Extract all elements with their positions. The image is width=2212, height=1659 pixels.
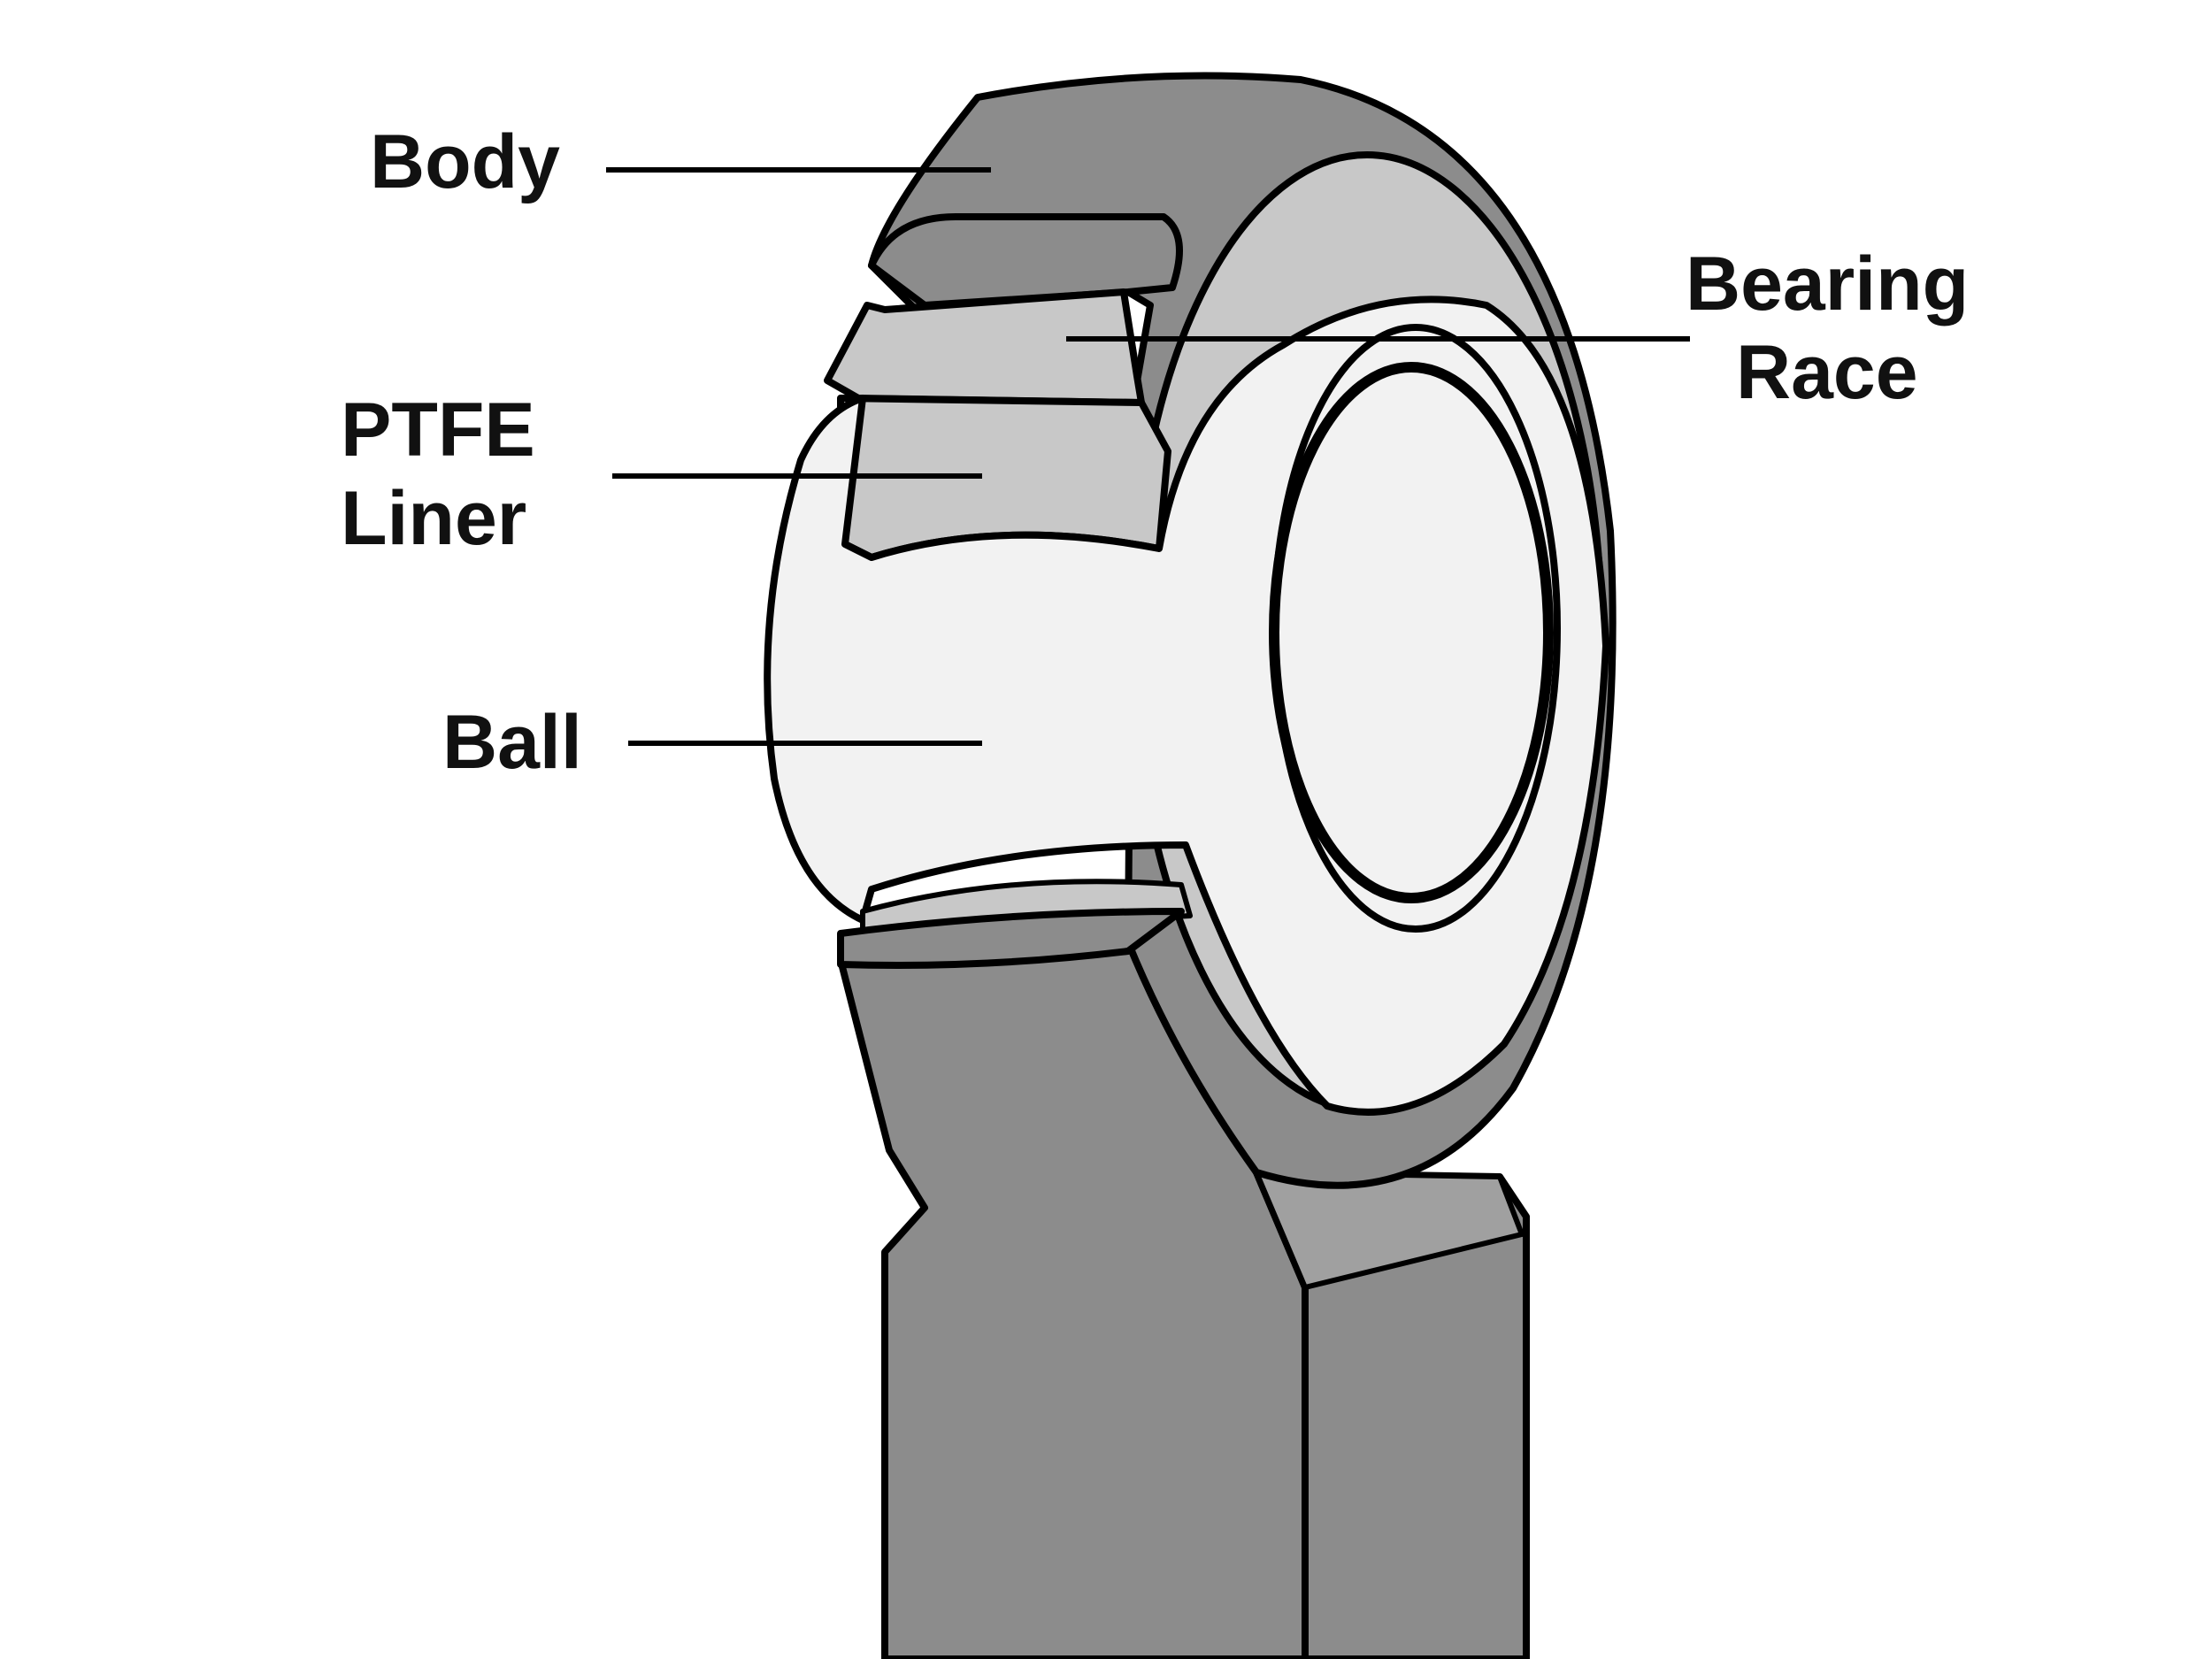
ptfe-liner-label-line2: Liner <box>341 476 526 561</box>
ball-bore-hole <box>1269 362 1554 903</box>
race-top-block <box>824 288 1145 406</box>
body-lower-lip <box>837 908 1185 969</box>
ptfe-liner-label-line1: PTFE <box>341 388 535 472</box>
ball <box>764 296 1609 1116</box>
rod-end-shank <box>837 939 1530 1659</box>
bearing-race-label-line2: Race <box>1736 330 1918 415</box>
body-label: Body <box>370 119 560 204</box>
shank-bevel <box>1254 1170 1525 1290</box>
body-top-block <box>868 213 1183 309</box>
bearing-race-label-line1: Bearing <box>1686 242 1969 326</box>
ball-label: Ball <box>442 700 582 785</box>
